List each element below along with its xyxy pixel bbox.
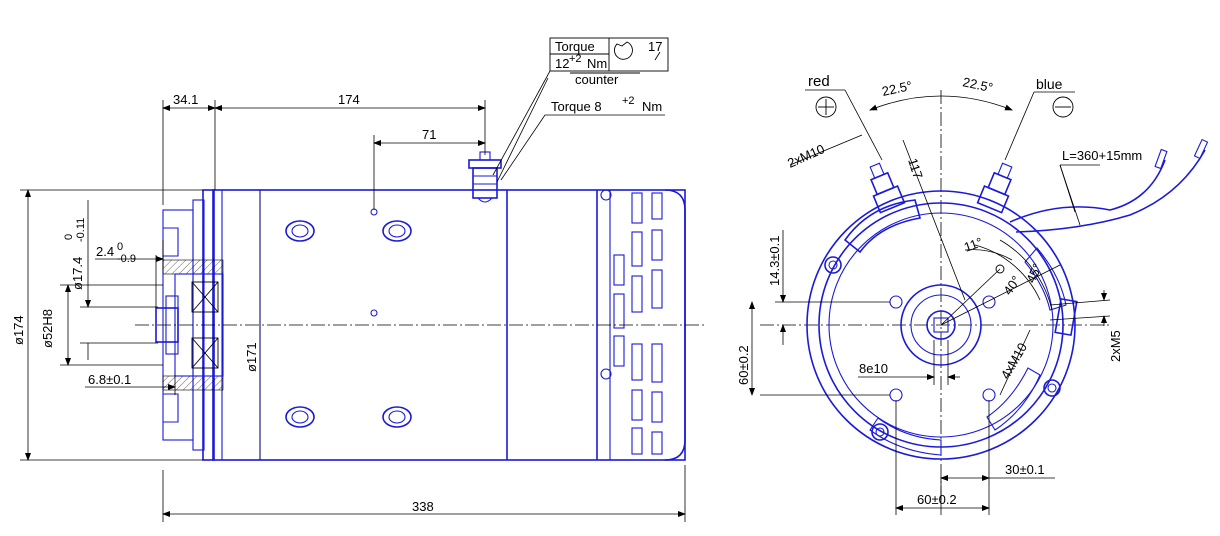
- vent-slots: [600, 189, 663, 455]
- dim-60-vertical: 60±0.2: [736, 345, 751, 385]
- angle-40: 40°: [1000, 273, 1024, 298]
- dim-dia-174: ø174: [11, 315, 26, 345]
- end-cover: [806, 190, 1076, 460]
- dim-2xm5: 2xM5: [1108, 330, 1123, 362]
- dim-dia-17-4-tol-bottom: -0.11: [75, 218, 87, 242]
- cable: [1009, 138, 1209, 233]
- side-dimension-lines: [20, 100, 686, 522]
- terminal-post: [468, 151, 502, 203]
- dim-dia-171: ø171: [244, 342, 259, 372]
- terminal-blue-label: blue: [1036, 76, 1063, 92]
- angle-right-22-5: 22.5°: [961, 74, 994, 95]
- dim-2-4-tol-bottom: -0.9: [117, 253, 136, 265]
- torque-box-caption: counter: [575, 72, 619, 87]
- torque-label: Torque 8: [551, 99, 602, 114]
- polarity-symbols: [815, 96, 1074, 118]
- dim-30: 30±0.1: [1005, 462, 1045, 477]
- dim-dia-17-4: ø17.4: [70, 257, 85, 290]
- dim-71: 71: [422, 127, 436, 142]
- side-view: 34.1 174 71 338 ø174 ø52H8 ø17.4 0 -0.11…: [11, 37, 705, 522]
- torque-label-unit: Nm: [642, 99, 662, 114]
- torque-box-unit: Nm: [587, 56, 607, 71]
- thread-2xm10: 2xM10: [785, 141, 827, 171]
- dim-2-4: 2.4: [96, 244, 114, 259]
- torque-box-tol: +2: [569, 53, 582, 65]
- dim-60-horizontal: 60±0.2: [917, 492, 957, 507]
- torque-box-line1: Torque: [555, 39, 595, 54]
- dim-117: 117: [905, 156, 926, 180]
- front-dimension-lines: [749, 89, 1111, 515]
- dim-14-3: 14.3±0.1: [767, 235, 782, 286]
- dim-2-4-tol-top: 0: [117, 241, 123, 253]
- torque-label-tol: +2: [622, 95, 635, 107]
- cable-length: L=360+15mm: [1062, 148, 1142, 163]
- front-view: red blue 22.5° 22.5° 2xM10 L=360+15mm 11…: [736, 73, 1209, 515]
- dim-dia-52h8: ø52H8: [40, 309, 55, 348]
- torque-box: [549, 37, 669, 74]
- torque-box-value: 12: [555, 56, 569, 71]
- dim-338: 338: [412, 499, 434, 514]
- torque-box-key-size: 17: [648, 39, 662, 54]
- angle-11: 11°: [962, 234, 985, 254]
- dim-6-8: 6.8±0.1: [88, 372, 131, 387]
- torque-leaders: [492, 70, 665, 183]
- mounting-holes: [285, 208, 412, 428]
- dim-34-1: 34.1: [173, 92, 198, 107]
- angle-left-22-5: 22.5°: [881, 78, 914, 99]
- dim-174-length: 174: [338, 92, 360, 107]
- dim-4xm10: 4xM10: [998, 340, 1031, 381]
- terminal-red-label: red: [808, 73, 830, 90]
- dim-dia-17-4-tol-top: 0: [63, 234, 75, 240]
- dim-8e10: 8e10: [859, 361, 888, 376]
